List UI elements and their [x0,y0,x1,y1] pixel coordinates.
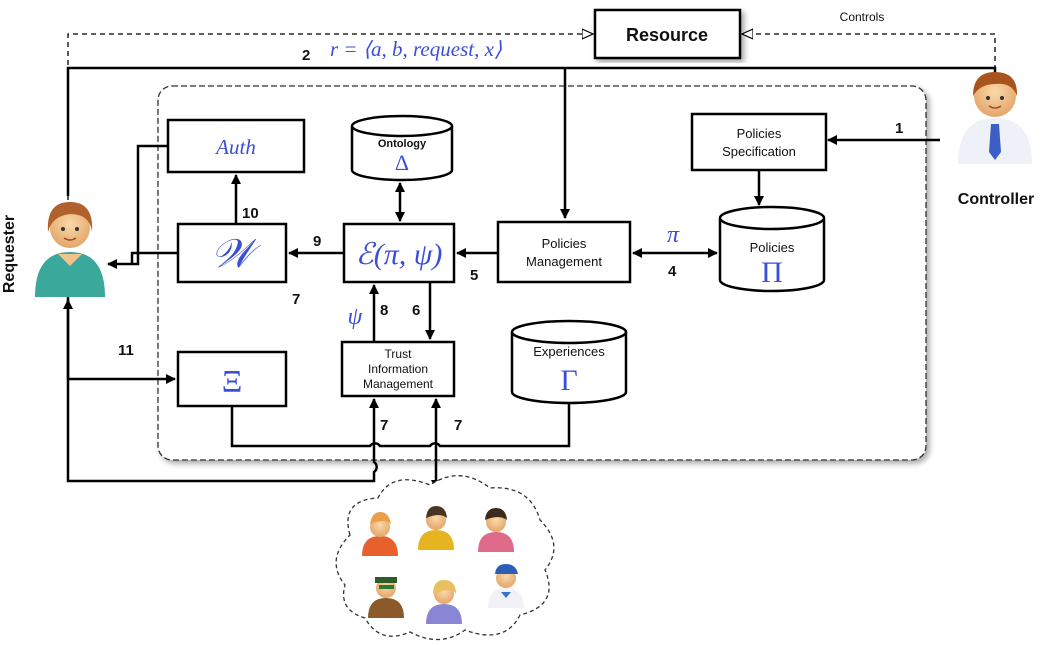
policies-spec-line1: Policies [737,126,782,141]
crowd-person-6 [488,564,524,608]
ontology-symbol: Δ [395,150,409,175]
auth-box [166,118,306,174]
label-9: 9 [313,233,321,250]
crowd-person-5 [426,580,462,624]
crowd-person-1 [362,512,398,556]
psi-label: ψ [348,304,364,330]
trust-line2: Information [368,362,428,376]
experiences-title: Experiences [533,344,605,359]
controls-label: Controls [840,10,885,24]
controller-label: Controller [958,191,1034,208]
arrow-loop-requester [63,299,378,483]
controller-avatar [958,72,1032,164]
crowd-person-4 [368,577,404,618]
resource-box [593,8,742,60]
policies-mgmt-box [496,220,632,284]
label-7a: 7 [292,291,300,308]
label-1: 1 [895,120,903,137]
label-11: 11 [118,342,134,359]
auth-label: Auth [214,135,256,159]
w-to-requester [130,251,178,264]
requester-label: Requester [1,215,18,293]
ontology-title: Ontology [378,138,427,150]
pi-label: π [667,222,680,248]
policies-spec-box [690,112,828,172]
xi-box [176,350,288,408]
experiences-cylinder [510,319,628,405]
requester-avatar [35,202,105,297]
policies-spec-line2: Specification [722,144,796,159]
controls-dashed [742,34,996,70]
label-4: 4 [668,263,677,280]
request-formula: r = ⟨a, b, request, x⟩ [330,37,502,61]
policies-mgmt-line2: Management [526,254,602,269]
ontology-cylinder [350,114,454,182]
crowd-person-3 [478,508,514,552]
policies-db-title: Policies [750,240,795,255]
label-7b: 7 [380,417,388,434]
label-10: 10 [242,205,259,222]
label-8: 8 [380,302,388,319]
trust-box [340,340,456,398]
request-number: 2 [302,47,310,64]
arrow-auth-requester [107,144,168,269]
trust-line3: Management [363,377,434,391]
xi-label: Ξ [222,363,243,399]
label-5: 5 [470,267,478,284]
crowd-person-2 [418,506,454,550]
trust-line1: Trust [385,347,413,361]
label-7c: 7 [454,417,462,434]
policies-cylinder [718,205,826,293]
resource-label: Resource [626,25,708,45]
policies-mgmt-line1: Policies [542,236,587,251]
experiences-symbol: Γ [560,364,577,397]
evaluation-label: ℰ(π, ψ) [356,238,443,271]
policies-db-symbol: Π [761,256,783,289]
label-6: 6 [412,302,420,319]
